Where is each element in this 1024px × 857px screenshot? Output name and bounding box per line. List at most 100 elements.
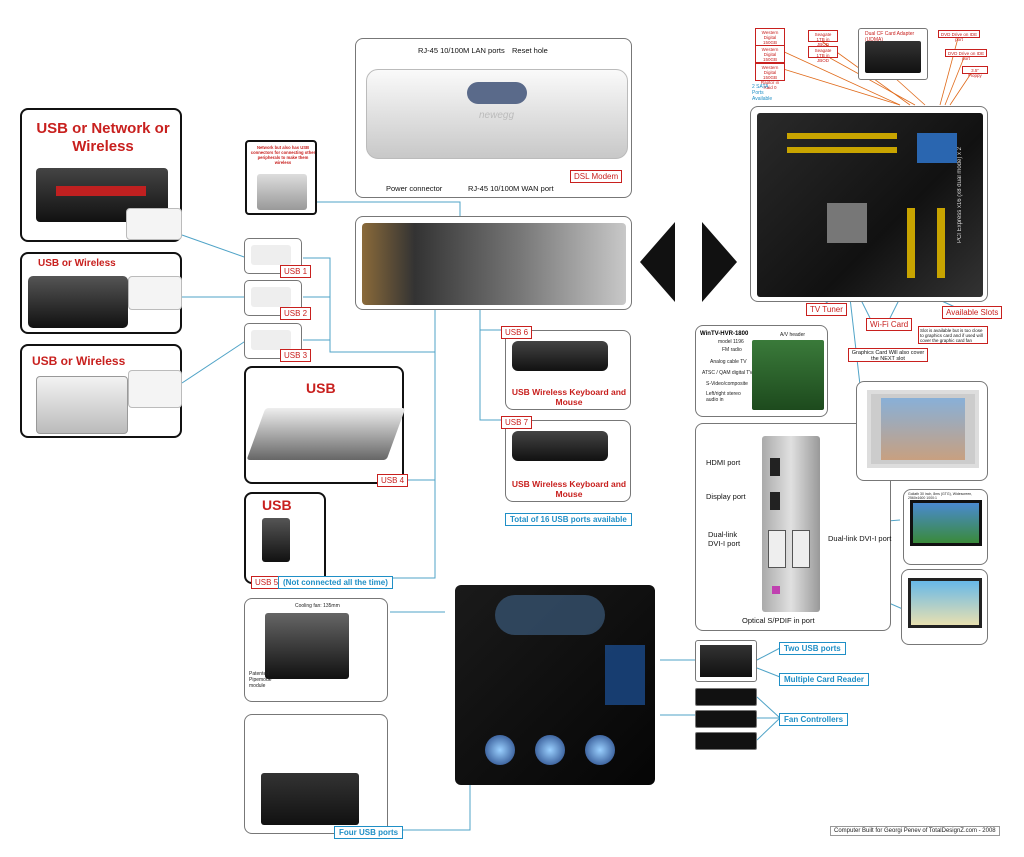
tv-label-5: Left/right stereo audio in — [706, 391, 741, 403]
dvi-right-label: Dual-link DVI-I port — [828, 534, 892, 543]
case-image — [445, 565, 670, 800]
drive-tag-1: Western Digital 150GB Raptor in Raid 0 — [755, 28, 785, 55]
tv-label-2: Analog cable TV — [710, 359, 747, 365]
io-panel — [355, 216, 632, 310]
dsl-modem-tag: DSL Modem — [570, 170, 623, 183]
tv-card-panel: WinTV-HVR-1800 model 1196 A/V header FM … — [695, 325, 828, 417]
io-panel-image — [362, 223, 626, 305]
scanner-panel: USB — [244, 366, 406, 484]
psu-fan-label: Cooling fan: 135mm — [295, 603, 340, 609]
monitor-caption: Goliath 30 inch, 8ms (GTG), Widescreen, … — [908, 492, 973, 500]
tv-card-model: model 1196 — [718, 339, 744, 345]
two-usb-tag: Two USB ports — [779, 642, 846, 655]
tv-monitor-panel — [856, 381, 988, 481]
keyboard1-panel: USB Wireless Keyboard and Mouse — [505, 330, 631, 410]
fan-controller-1 — [695, 688, 757, 706]
wireless-adapter-image — [128, 276, 182, 310]
hdmi-label: HDMI port — [706, 458, 741, 467]
scanner-image — [246, 408, 406, 460]
reset-label: Reset hole — [512, 46, 548, 55]
tv-label-1: FM radio — [722, 347, 742, 353]
four-usb-tag: Four USB ports — [334, 826, 404, 839]
drive-tag-8: 3.5" Floppy — [962, 66, 988, 78]
media-player-image — [262, 518, 290, 562]
wan-port-label: RJ-45 10/100M WAN port — [468, 184, 554, 193]
drive-tag-7: DVD Drive on IDE port — [945, 49, 987, 61]
fan-controllers-tag: Fan Controllers — [779, 713, 849, 726]
keyboard2-panel: USB Wireless Keyboard and Mouse — [505, 420, 631, 502]
tv-tuner-tag: TV Tuner — [806, 303, 847, 316]
printer3-panel: USB or Wireless — [20, 344, 182, 438]
keyboard1-label: USB Wireless Keyboard and Mouse — [511, 387, 627, 407]
slot-note: Slot is available but is too close to gr… — [918, 326, 988, 344]
sata-ports-note: 2 SATA Ports Available — [752, 84, 773, 102]
drive-tag-4: Seagate 1TB in JBOD — [808, 30, 838, 47]
tv-card-title: WinTV-HVR-1800 — [700, 331, 749, 337]
printer1-title: USB or Network or Wireless — [36, 120, 170, 155]
network-hub-panel: Network but also has USB connectors for … — [245, 140, 317, 215]
drive-tag-3: Western Digital 150GB Raptor in Raid 0 — [755, 63, 785, 90]
keyboard2-image — [512, 431, 608, 461]
router-brand: newegg — [479, 110, 515, 121]
psu-panel: Cooling fan: 135mm Patented Pipemode mod… — [244, 598, 388, 702]
usb-tag-1: USB 1 — [280, 265, 312, 278]
tv-card-image — [752, 340, 824, 410]
psu-patented-label: Patented Pipemode module — [249, 671, 272, 689]
display-port-label: Display port — [706, 492, 746, 501]
printer3-title: USB or Wireless — [32, 354, 126, 368]
usb-adapter-3 — [244, 323, 302, 359]
card-reader-image — [695, 640, 757, 682]
network-hub-text: Network but also has USB connectors for … — [250, 145, 316, 165]
monitor2-image — [908, 578, 982, 628]
footer-credit: Computer Built for Georgi Penev of Total… — [830, 826, 1000, 836]
lan-ports-label: RJ-45 10/100M LAN ports — [418, 46, 505, 55]
cf-adapter-panel: Dual CF Card Adapter (UDMA) — [858, 28, 928, 80]
fan-controller-3 — [695, 732, 757, 750]
printer3-image — [36, 376, 128, 434]
scanner-title: USB — [306, 380, 336, 396]
pcie-label: PCI Express x16 (x8 dual mode) x 2 — [957, 147, 963, 244]
motherboard-panel: PCI Express x16 (x8 dual mode) x 2 — [750, 106, 988, 302]
dvi-left-label: Dual-link DVI-I port — [708, 530, 741, 548]
printer2-panel: USB or Wireless — [20, 252, 182, 334]
monitor1-panel: Goliath 30 inch, 8ms (GTG), Widescreen, … — [903, 489, 988, 565]
drive-tag-5: Seagate 1TB in JBOD — [808, 46, 838, 63]
graphics-note: Graphics Card Will also cover the NEXT s… — [848, 348, 928, 362]
fan-controller-2 — [695, 710, 757, 728]
tv-label-4: S-Video/composite — [706, 381, 748, 387]
drive-tag-6: DVD Drive on IDE port — [938, 30, 980, 42]
printer2-image — [28, 276, 128, 328]
wireless-adapter-image — [126, 208, 182, 240]
available-slots-tag: Available Slots — [942, 306, 1003, 319]
router-image: newegg — [366, 69, 628, 159]
keyboard1-image — [512, 341, 608, 371]
usb-tag-7: USB 7 — [501, 416, 533, 429]
av-header-label: A/V header — [780, 332, 806, 338]
power-connector-label: Power connector — [386, 184, 443, 193]
gpu-bracket-image — [762, 436, 820, 612]
usb-tag-3: USB 3 — [280, 349, 312, 362]
front-usb-panel — [244, 714, 388, 834]
usb-tag-4: USB 4 — [377, 474, 409, 487]
monitor1-image — [910, 500, 982, 546]
hub-image — [257, 174, 307, 210]
usb-tag-6: USB 6 — [501, 326, 533, 339]
keyboard2-label: USB Wireless Keyboard and Mouse — [511, 479, 627, 499]
wireless-adapter-image — [128, 370, 182, 408]
total-usb-tag: Total of 16 USB ports available — [505, 513, 632, 526]
psu-image — [265, 613, 349, 679]
motherboard-image — [757, 113, 983, 297]
wifi-card-tag: Wi-Fi Card — [866, 318, 913, 331]
drive-tag-2: Western Digital 150GB Raptor in Raid 0 — [755, 45, 785, 72]
tv-label-3: ATSC / QAM digital TV — [702, 370, 753, 376]
media-player-panel: USB — [244, 492, 326, 584]
card-reader-tag: Multiple Card Reader — [779, 673, 870, 686]
monitor2-panel — [901, 569, 988, 645]
front-usb-image — [261, 773, 359, 825]
usb5-note: (Not connected all the time) — [278, 576, 393, 589]
tv-monitor-image — [867, 390, 979, 468]
spdif-label: Optical S/PDIF in port — [742, 616, 815, 625]
cf-adapter-label: Dual CF Card Adapter (UDMA) — [865, 31, 915, 43]
printer1-panel: USB or Network or Wireless — [20, 108, 182, 242]
usb-tag-2: USB 2 — [280, 307, 312, 320]
